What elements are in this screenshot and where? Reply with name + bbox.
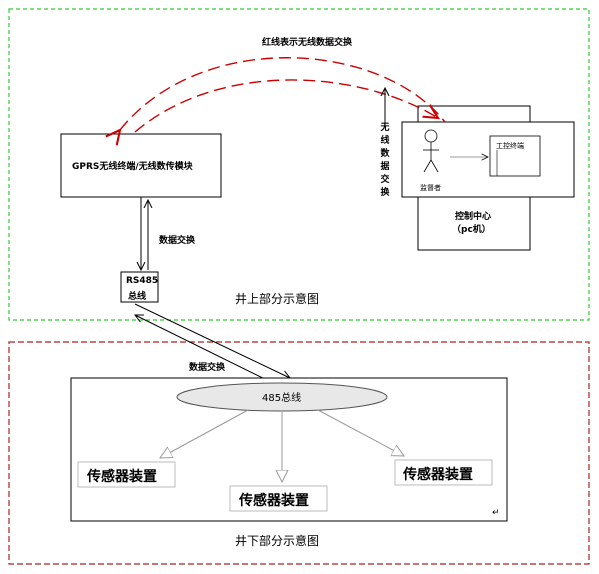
- underground-caption: 井下部分示意图: [235, 534, 320, 548]
- data-exchange-label-1: 数据交换: [159, 236, 196, 246]
- terminal-box: [489, 135, 541, 177]
- control-center-label-line1: 控制中心: [455, 212, 492, 222]
- gprs-module-box: [60, 133, 222, 198]
- rs485-box: [120, 271, 159, 303]
- monitor-label: 监督者: [420, 184, 441, 192]
- bus-ellipse: [176, 382, 388, 412]
- wireless-arc-lower: [134, 79, 438, 133]
- sensor-label-3: 传感器装置: [403, 467, 473, 483]
- sensor-box-3: [394, 459, 493, 486]
- rs485-label-line1: RS485: [126, 276, 159, 286]
- rs485-label-line2: 总线: [128, 292, 147, 302]
- sensor-label-2: 传感器装置: [239, 493, 309, 509]
- surface-caption: 井上部分示意图: [235, 292, 320, 306]
- sensor-label-1: 传感器装置: [87, 469, 157, 485]
- sensor-box-2: [229, 485, 328, 512]
- wireless-legend-label: 红线表示无线数据交换: [262, 38, 353, 48]
- wireless-exchange-vertical-label: 无线数据交换: [380, 123, 390, 198]
- control-center-label-line2: （pc机）: [452, 225, 491, 235]
- surface-region-border: [8, 8, 590, 321]
- underground-region-border: [8, 341, 590, 565]
- sensor-box-1: [77, 461, 176, 488]
- monitor-person-icon: [423, 129, 439, 173]
- wireless-arc-upper: [120, 57, 446, 130]
- gprs-module-label: GPRS无线终端/无线数传模块: [72, 162, 193, 172]
- data-exchange-label-2: 数据交换: [189, 363, 226, 373]
- return-mark: ↵: [492, 508, 500, 518]
- bus-label: 485总线: [262, 393, 302, 404]
- terminal-label: 工控终端: [496, 142, 524, 150]
